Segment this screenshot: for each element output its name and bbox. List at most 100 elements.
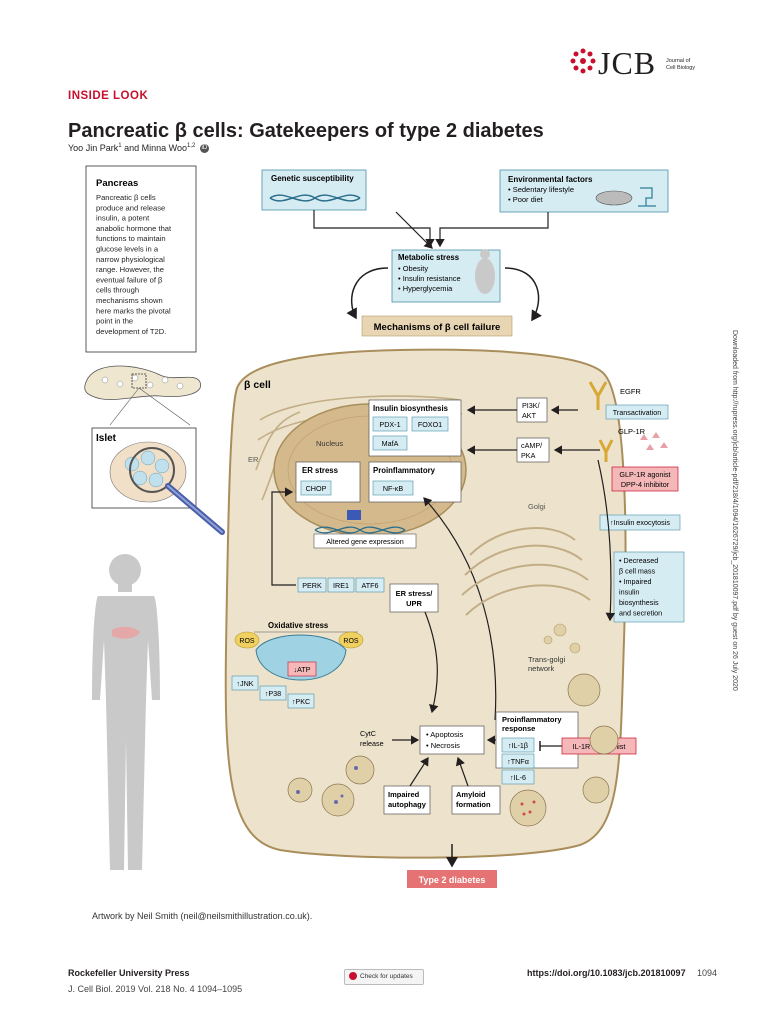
svg-text:Transactivation: Transactivation bbox=[613, 408, 661, 417]
svg-text:↑TNFα: ↑TNFα bbox=[507, 757, 529, 766]
nucleus-label: Nucleus bbox=[316, 439, 343, 448]
svg-text:NF-κB: NF-κB bbox=[383, 484, 404, 493]
publisher: Rockefeller University Press bbox=[68, 968, 190, 978]
mitochondrion bbox=[255, 634, 347, 681]
pancreas-text-line: Pancreatic β cells bbox=[96, 193, 156, 202]
svg-text:ER stress/: ER stress/ bbox=[396, 589, 434, 598]
cytc-label: CytC bbox=[360, 729, 376, 738]
svg-text:• Insulin resistance: • Insulin resistance bbox=[398, 274, 461, 283]
transactivation-box bbox=[605, 404, 669, 420]
svg-text:↑P38: ↑P38 bbox=[265, 689, 281, 698]
jcb-logo-icon bbox=[570, 48, 596, 74]
svg-text:↑JNK: ↑JNK bbox=[236, 679, 253, 688]
metabolic-title: Metabolic stress bbox=[398, 253, 460, 262]
pancreas-text-line: point in the bbox=[96, 317, 133, 326]
altered-gene-box bbox=[313, 533, 417, 549]
svg-text:↑IL-1β: ↑IL-1β bbox=[508, 741, 528, 750]
pancreas-text-line: eventual failure of β bbox=[96, 275, 163, 284]
crossmark-icon bbox=[349, 972, 357, 981]
beta-cell-label: β cell bbox=[244, 379, 271, 391]
authors: Yoo Jin Park1 and Minna Woo1,2 iD bbox=[68, 143, 209, 154]
oxidative-label: Oxidative stress bbox=[268, 621, 329, 630]
orcid-icon[interactable]: iD bbox=[199, 144, 209, 154]
svg-text:Proinflammatory: Proinflammatory bbox=[373, 466, 436, 475]
svg-text:ER stress: ER stress bbox=[302, 466, 339, 475]
svg-text:• Hyperglycemia: • Hyperglycemia bbox=[398, 284, 453, 293]
pancreas-title: Pancreas bbox=[96, 178, 138, 189]
decreased-text-line: • Decreased bbox=[619, 556, 658, 565]
pancreas-organ bbox=[84, 365, 201, 400]
er-label: ER bbox=[248, 455, 259, 464]
svg-text:• Necrosis: • Necrosis bbox=[426, 741, 460, 750]
svg-text:↑Insulin exocytosis: ↑Insulin exocytosis bbox=[610, 518, 670, 527]
decreased-text-line: biosynthesis bbox=[619, 598, 659, 607]
svg-text:DPP-4 inhibitor: DPP-4 inhibitor bbox=[621, 480, 670, 489]
citation: J. Cell Biol. 2019 Vol. 218 No. 4 1094–1… bbox=[68, 984, 243, 994]
pancreas-text-line: glucose levels in a bbox=[96, 245, 159, 254]
insulin-exocytosis-box bbox=[599, 514, 681, 531]
type2-diabetes-label: Type 2 diabetes bbox=[419, 875, 486, 885]
artwork-credit: Artwork by Neil Smith (neil@neilsmithill… bbox=[92, 911, 313, 921]
svg-text:Impaired: Impaired bbox=[388, 790, 420, 799]
pancreas-text-line: mechanisms shown bbox=[96, 296, 163, 305]
human-silhouette bbox=[92, 554, 160, 870]
svg-text:Insulin biosynthesis: Insulin biosynthesis bbox=[373, 404, 449, 413]
mechanisms-label: Mechanisms of β cell failure bbox=[374, 322, 501, 333]
journal-logo[interactable]: JCB bbox=[598, 45, 657, 81]
page-number: 1094 bbox=[697, 968, 718, 978]
svg-text:• Obesity: • Obesity bbox=[398, 264, 428, 273]
pancreas-text-line: anabolic hormone that bbox=[96, 224, 172, 233]
svg-text:formation: formation bbox=[456, 800, 491, 809]
decreased-text-line: β cell mass bbox=[619, 567, 655, 576]
environmental-title: Environmental factors bbox=[508, 175, 593, 184]
egfr-label: EGFR bbox=[620, 387, 641, 396]
pancreas-text-line: range. However, the bbox=[96, 265, 164, 274]
page-title: Pancreatic β cells: Gatekeepers of type … bbox=[68, 120, 544, 142]
pancreas-text-line: produce and release bbox=[96, 203, 165, 212]
svg-text:Proinflammatory: Proinflammatory bbox=[502, 715, 562, 724]
doi-link[interactable]: https://doi.org/10.1083/jcb.201810097 bbox=[527, 968, 686, 978]
ros-right: ROS bbox=[343, 638, 359, 645]
impaired-autophagy-box bbox=[383, 785, 431, 815]
svg-text:↑PKC: ↑PKC bbox=[292, 697, 310, 706]
svg-text:ATF6: ATF6 bbox=[361, 581, 378, 590]
pancreas-text-line: cells through bbox=[96, 286, 139, 295]
author-2[interactable]: Minna Woo bbox=[141, 143, 187, 153]
genetic-label: Genetic susceptibility bbox=[271, 174, 354, 183]
svg-text:PERK: PERK bbox=[302, 581, 322, 590]
svg-text:• Poor diet: • Poor diet bbox=[508, 195, 544, 204]
svg-text:release: release bbox=[360, 739, 384, 748]
svg-text:PI3K/: PI3K/ bbox=[522, 401, 540, 410]
islet-label: Islet bbox=[96, 433, 117, 444]
pancreas-text-line: narrow physiological bbox=[96, 255, 165, 264]
environmental-box bbox=[499, 169, 669, 213]
svg-text:IRE1: IRE1 bbox=[333, 581, 349, 590]
amyloid-box bbox=[451, 785, 501, 815]
svg-text:Amyloid: Amyloid bbox=[456, 790, 486, 799]
pancreas-text-line: development of T2D. bbox=[96, 327, 166, 336]
altered-gene-label: Altered gene expression bbox=[326, 537, 404, 546]
svg-text:• Sedentary lifestyle: • Sedentary lifestyle bbox=[508, 185, 574, 194]
author-1[interactable]: Yoo Jin Park bbox=[68, 143, 119, 153]
glp1r-label: GLP-1R bbox=[618, 427, 646, 436]
section-tag: INSIDE LOOK bbox=[68, 90, 149, 102]
trans-golgi-label: Trans-golgi bbox=[528, 655, 566, 664]
check-for-updates-button[interactable]: Check for updates bbox=[344, 969, 424, 985]
decreased-text-line: and secretion bbox=[619, 609, 662, 618]
svg-text:• Apoptosis: • Apoptosis bbox=[426, 730, 463, 739]
golgi-label: Golgi bbox=[528, 502, 546, 511]
svg-text:response: response bbox=[502, 724, 535, 733]
genetic-box bbox=[261, 169, 367, 211]
glp1r-agonist-box bbox=[611, 466, 679, 492]
svg-text:↑IL-6: ↑IL-6 bbox=[510, 773, 526, 782]
pancreas-text-line: functions to maintain bbox=[96, 234, 166, 243]
svg-text:FOXO1: FOXO1 bbox=[418, 420, 442, 429]
svg-text:cAMP/: cAMP/ bbox=[521, 441, 542, 450]
apoptosis-box bbox=[419, 725, 485, 755]
svg-text:CHOP: CHOP bbox=[306, 484, 327, 493]
pancreas-box bbox=[85, 165, 197, 353]
svg-text:PKA: PKA bbox=[521, 451, 536, 460]
svg-text:autophagy: autophagy bbox=[388, 800, 427, 809]
